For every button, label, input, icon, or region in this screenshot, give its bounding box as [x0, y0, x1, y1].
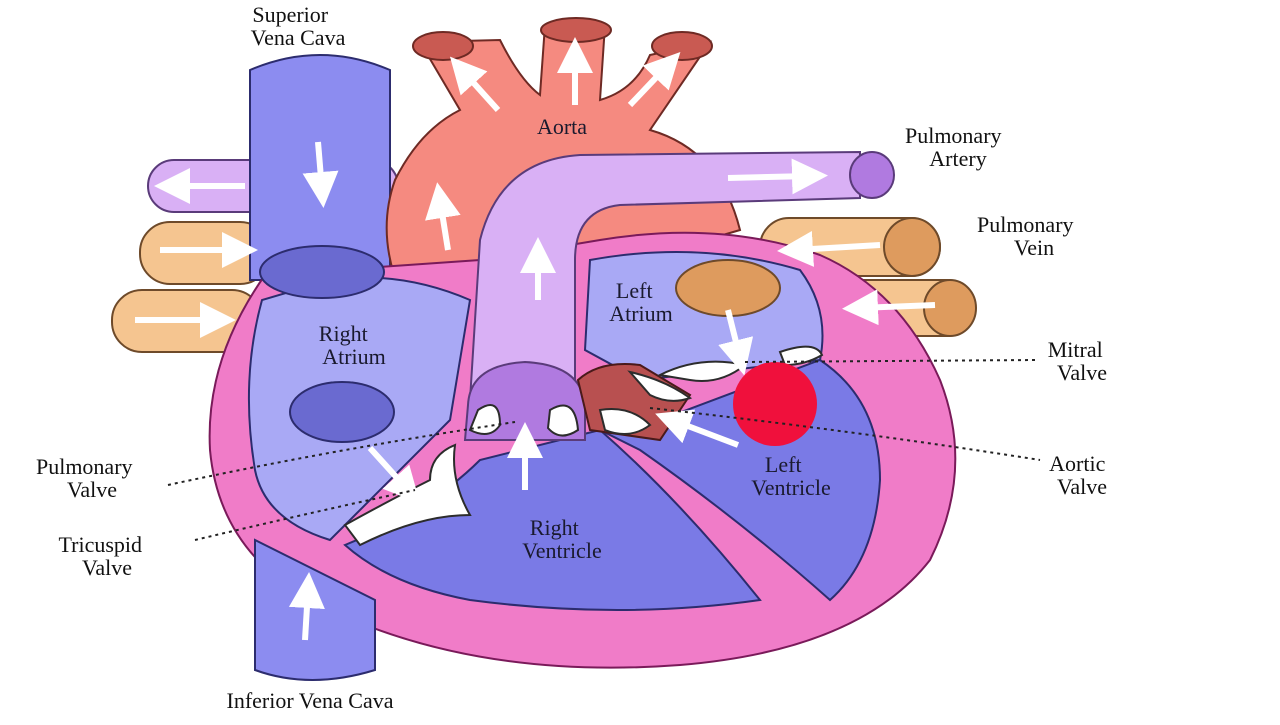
blood-flow-arrows — [135, 37, 936, 641]
coronary-sinus-opening — [289, 381, 395, 443]
right-ventricle-chamber — [343, 428, 762, 611]
label-mitral-valve: Mitral Valve — [1048, 337, 1109, 385]
label-pulmonary-artery: Pulmonary Artery — [905, 123, 1007, 171]
pulmonary-vein-opening — [675, 259, 781, 317]
label-right-atrium: Right Atrium — [319, 321, 386, 369]
label-left-ventricle: Left Ventricle — [751, 452, 830, 500]
label-aortic-valve: Aortic Valve — [1049, 451, 1111, 499]
superior-vena-cava-opening — [259, 245, 385, 299]
label-superior-vena-cava: Superior Vena Cava — [251, 2, 346, 50]
pulmonary-artery-trunk — [468, 150, 861, 401]
pulmonary-valve-shape — [463, 360, 586, 441]
pulmonary-artery-end — [849, 151, 895, 199]
label-inferior-vena-cava: Inferior Vena Cava — [227, 688, 394, 713]
label-tricuspid-valve: Tricuspid Valve — [58, 532, 147, 580]
inferior-vena-cava-shape — [254, 538, 376, 681]
leader-lines — [167, 359, 1041, 541]
label-pulmonary-vein: Pulmonary Vein — [977, 212, 1079, 260]
label-left-atrium: Left Atrium — [609, 278, 673, 326]
highlight-marker — [733, 362, 817, 446]
label-aorta: Aorta — [537, 114, 587, 139]
label-right-ventricle: Right Ventricle — [522, 515, 601, 563]
label-pulmonary-valve: Pulmonary Valve — [36, 454, 138, 502]
